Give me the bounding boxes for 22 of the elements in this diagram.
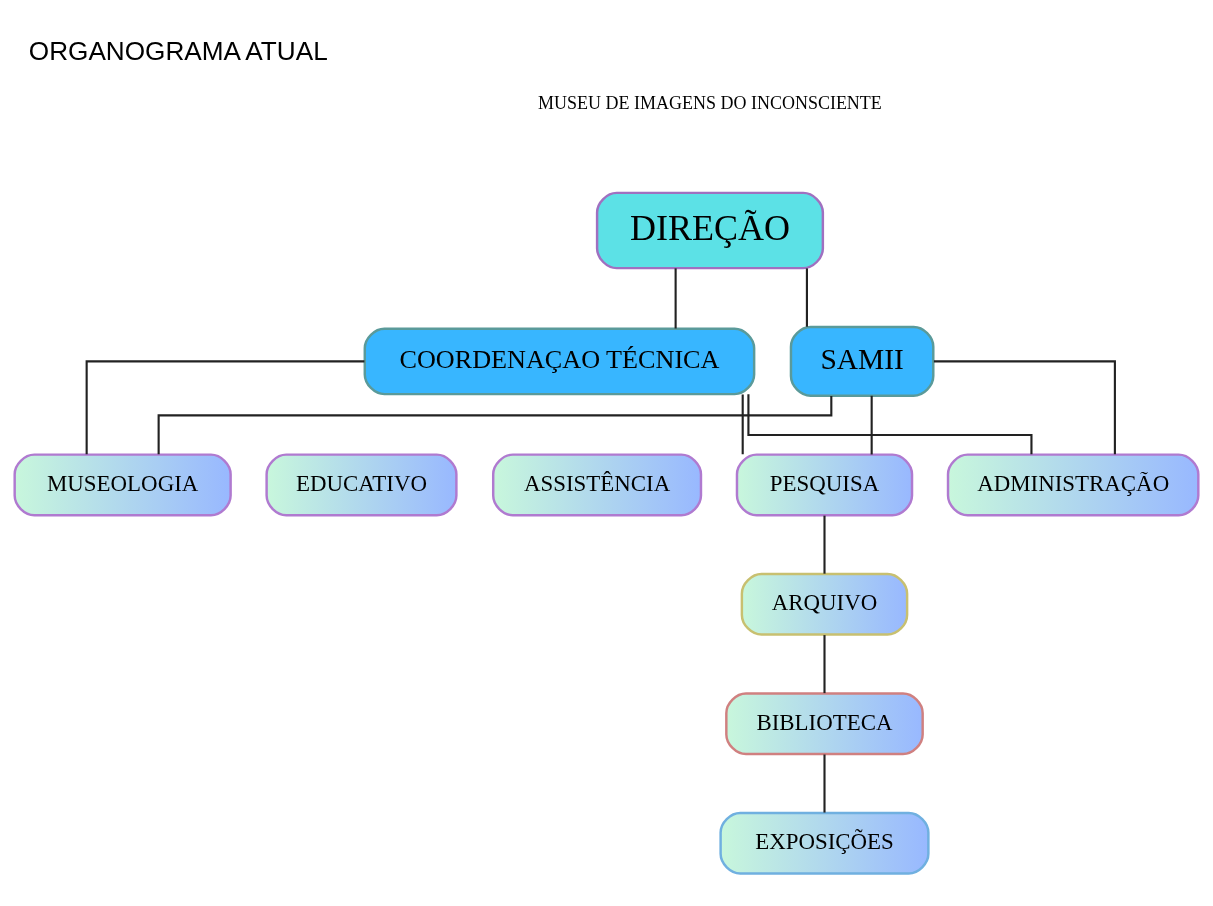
- node-box: DIREÇÃO: [595, 191, 825, 270]
- node-box: EXPOSIÇÕES: [719, 811, 930, 875]
- label: MUSEU DE IMAGENS DO INCONSCIENTE: [538, 93, 882, 114]
- node-box: ADMINISTRAÇÃO: [946, 453, 1200, 517]
- node-box: BIBLIOTECA: [725, 692, 924, 756]
- node-box: ASSISTÊNCIA: [492, 453, 703, 517]
- connector: [823, 635, 826, 694]
- connector: [933, 360, 1116, 455]
- connector: [85, 360, 365, 455]
- connector: [870, 395, 873, 455]
- node-box: EDUCATIVO: [265, 453, 458, 517]
- diagram-title: ORGANOGRAMA ATUAL: [28, 36, 328, 67]
- node-box: PESQUISA: [735, 453, 914, 517]
- node-box: MUSEOLOGIA: [13, 453, 232, 517]
- node-box: ARQUIVO: [740, 572, 909, 636]
- node-box: COORDENAÇAO TÉCNICA: [363, 327, 756, 396]
- connector: [823, 754, 826, 813]
- connector: [741, 394, 744, 455]
- connector: [823, 515, 826, 574]
- connector: [674, 268, 677, 329]
- connector: [805, 268, 808, 327]
- node-box: SAMII: [789, 325, 935, 397]
